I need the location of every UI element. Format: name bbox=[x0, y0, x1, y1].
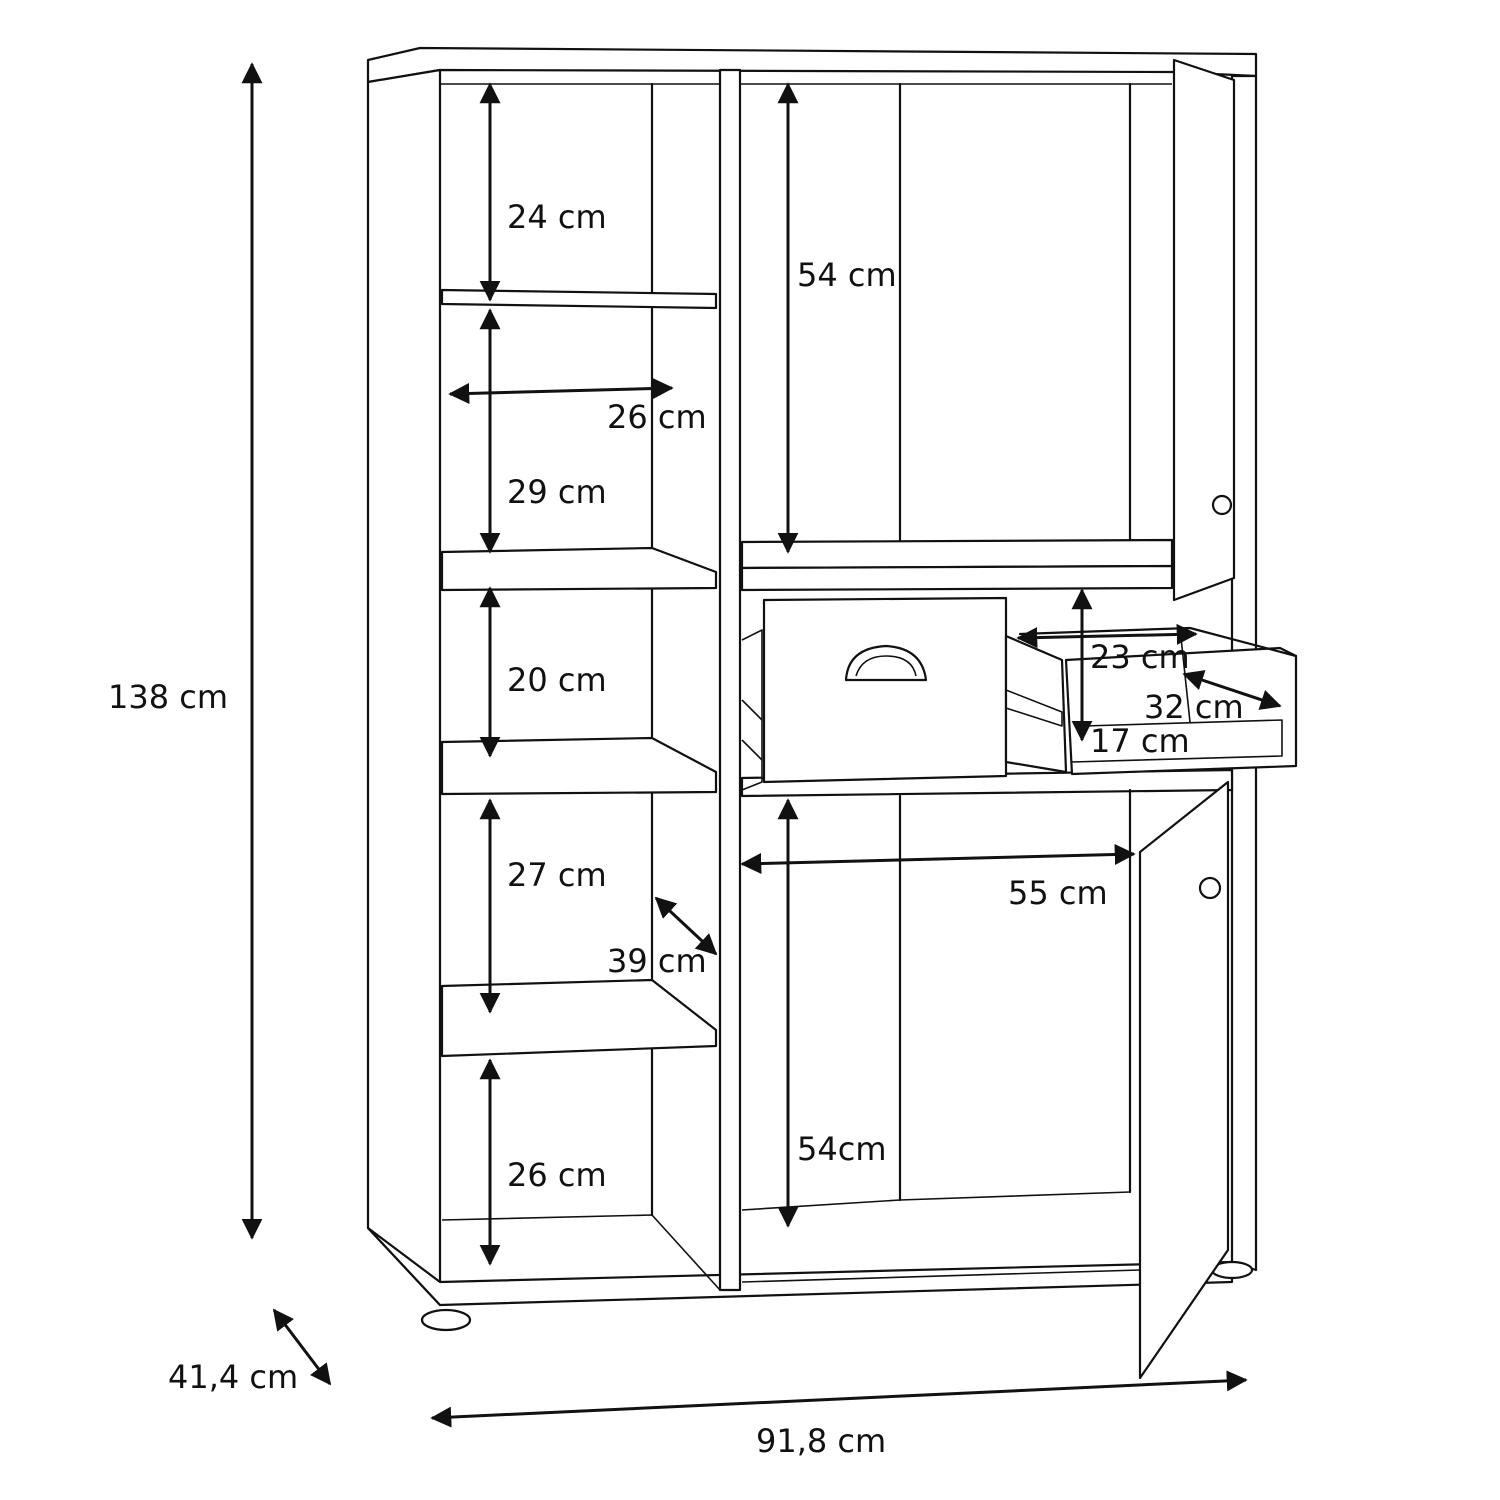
shelf-1 bbox=[440, 288, 718, 310]
overall-height-label: 138 cm bbox=[108, 678, 228, 716]
shelf-width-label: 26 cm bbox=[607, 398, 707, 436]
shelf-4-label: 27 cm bbox=[507, 856, 607, 894]
dimension-arrows bbox=[241, 62, 1282, 1428]
shelf-2-label: 29 cm bbox=[507, 473, 607, 511]
upper-door bbox=[1172, 58, 1236, 602]
shelf-depth-label: 39 cm bbox=[607, 942, 707, 980]
foot-left bbox=[420, 1308, 472, 1332]
upper-door-knob bbox=[1211, 494, 1233, 516]
shelf-2 bbox=[440, 546, 718, 592]
drawer-width-arrow bbox=[1016, 623, 1198, 649]
drawer-depth-arrow bbox=[1182, 670, 1282, 710]
drawer-height-label: 17 cm bbox=[1090, 722, 1190, 760]
top-board bbox=[366, 46, 1258, 84]
center-divider bbox=[718, 68, 742, 1292]
drawer-width-label: 23 cm bbox=[1090, 638, 1190, 676]
middle-shelf bbox=[740, 538, 1174, 570]
shelf-3-label: 20 cm bbox=[507, 661, 607, 699]
shelf-5-label: 26 cm bbox=[507, 1156, 607, 1194]
lower-compartment-label: 54cm bbox=[797, 1130, 886, 1168]
shelf-3 bbox=[440, 736, 718, 796]
overall-width-arrow bbox=[430, 1370, 1248, 1428]
drawer-front bbox=[762, 596, 1008, 784]
upper-compartment-label: 54 cm bbox=[797, 256, 897, 294]
shelf-width-arrow bbox=[448, 378, 674, 404]
lower-door bbox=[1138, 780, 1230, 1380]
cabinet-drawing bbox=[366, 46, 1298, 1380]
compartment-width-label: 55 cm bbox=[1008, 874, 1108, 912]
open-drawer-front bbox=[1004, 634, 1068, 774]
shelf-depth-arrow bbox=[654, 896, 718, 956]
lower-door-knob bbox=[1198, 876, 1222, 900]
dimension-labels: 138 cm 41,4 cm 91,8 cm 24 cm 26 cm 29 cm… bbox=[108, 198, 1244, 1460]
shelf-1-label: 24 cm bbox=[507, 198, 607, 236]
left-side-panel bbox=[366, 68, 442, 1307]
middle-shelf-front bbox=[740, 564, 1174, 592]
overall-depth-label: 41,4 cm bbox=[168, 1358, 298, 1396]
bottom-plinth bbox=[366, 1226, 1234, 1307]
drawer-depth-label: 32 cm bbox=[1144, 688, 1244, 726]
drawer-handle bbox=[844, 644, 928, 682]
compartment-width-arrow bbox=[740, 843, 1136, 875]
overall-depth-arrow bbox=[272, 1308, 332, 1386]
overall-width-label: 91,8 cm bbox=[756, 1422, 886, 1460]
shelf-4 bbox=[440, 978, 718, 1058]
